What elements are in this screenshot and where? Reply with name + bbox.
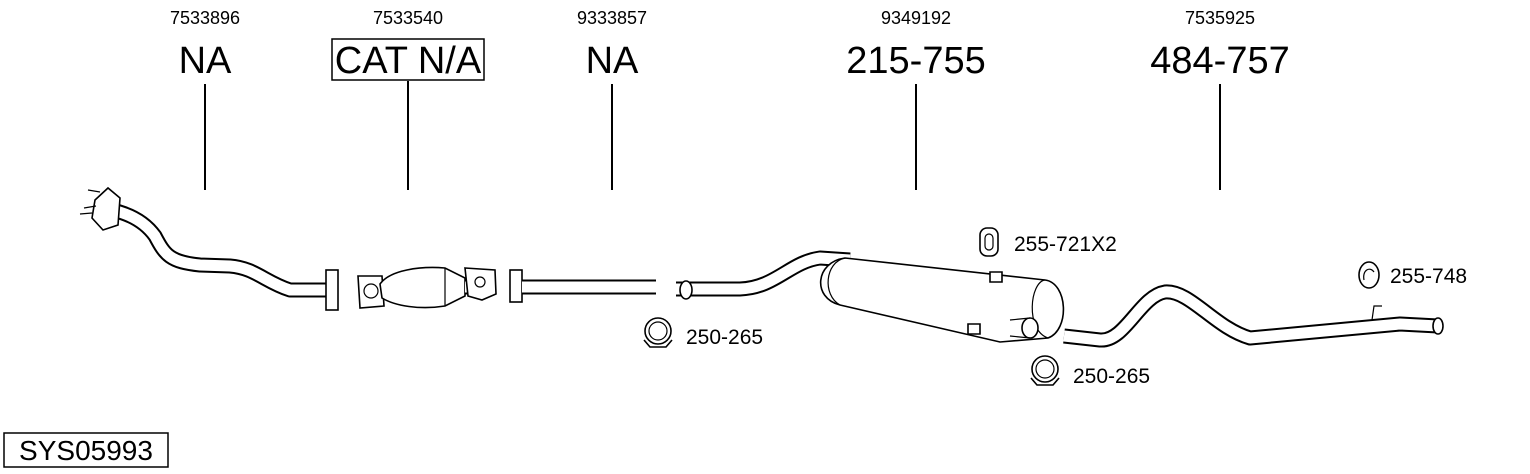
rear-silencer-drawing [819, 257, 1065, 343]
part-column-2: 7533540 CAT N/A [331, 8, 485, 190]
flange-plate [509, 269, 523, 303]
catalytic-converter-drawing [357, 266, 497, 309]
part-column-1: 7533896 NA [170, 8, 240, 190]
part-number-5: 7535925 [1185, 8, 1255, 28]
accessory-label-3: 250-265 [686, 326, 763, 349]
part-code-5: 484-757 [1150, 40, 1289, 82]
part-code-4: 215-755 [846, 40, 985, 82]
manifold-flange [91, 186, 121, 231]
part-number-2: 7533540 [373, 8, 443, 28]
accessory-label-4: 250-265 [1073, 365, 1150, 388]
part-code-3: NA [586, 40, 639, 82]
rubber-hanger-icon [1358, 261, 1380, 289]
accessory-rubber-mount: 255-721X2 [979, 227, 1117, 257]
accessory-rubber-hanger: 255-748 [1358, 261, 1467, 289]
part-number-3: 9333857 [577, 8, 647, 28]
intermediate-pipe-drawing [509, 269, 656, 303]
system-code: SYS05993 [19, 435, 153, 466]
part-column-4: 9349192 215-755 [846, 8, 986, 190]
part-code-1: NA [179, 40, 232, 82]
rubber-mount-icon [979, 227, 999, 257]
accessory-label-2: 255-748 [1390, 265, 1467, 288]
front-pipe-drawing [79, 186, 339, 311]
accessory-clamp-1: 250-265 [643, 317, 763, 349]
flange-plate [325, 269, 339, 311]
middle-pipe-drawing [676, 250, 851, 300]
accessory-label-1: 255-721X2 [1014, 233, 1117, 256]
part-number-4: 9349192 [881, 8, 951, 28]
part-column-5: 7535925 484-757 [1150, 8, 1290, 190]
part-number-1: 7533896 [170, 8, 240, 28]
part-code-2: CAT N/A [335, 40, 482, 82]
part-column-3: 9333857 NA [577, 8, 647, 190]
clamp-icon [643, 317, 673, 348]
part-code-box-2 [331, 38, 485, 81]
tail-pipe-drawing [1063, 284, 1444, 348]
clamp-icon [1030, 355, 1060, 386]
accessory-clamp-2: 250-265 [1030, 355, 1150, 388]
system-code-box: SYS05993 [3, 432, 169, 468]
